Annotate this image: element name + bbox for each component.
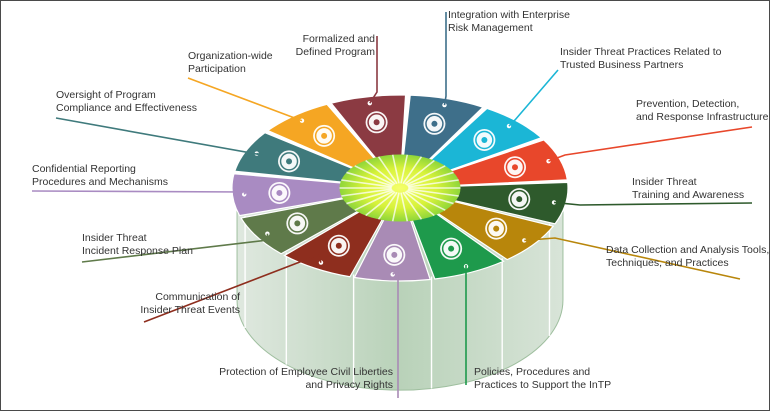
leader-response: [81, 233, 269, 263]
leader-datacollection: [524, 237, 741, 280]
center-ray: [346, 189, 393, 205]
segment-prevention: [430, 139, 569, 187]
eye-icon: [278, 150, 301, 173]
leader-participation: [187, 77, 303, 122]
label-integration: Integration with Enterprise: [448, 9, 570, 21]
label-policies: Practices to Support the InTP: [474, 379, 611, 391]
center-ray: [341, 179, 392, 188]
label-civil: and Privacy Rights: [305, 379, 393, 391]
folder-icon: [440, 237, 463, 260]
center-ray: [346, 171, 393, 187]
leader-training: [553, 201, 753, 206]
leader-oversight: [55, 117, 263, 156]
center-ray: [377, 191, 398, 220]
center-ray: [402, 156, 423, 185]
label-participation: Organization-wide: [188, 50, 273, 62]
icons-layer: [241, 100, 557, 277]
wrench-icon: [485, 217, 508, 240]
label-datacollection: Techniques, and Practices: [606, 257, 729, 269]
center-ray: [400, 154, 409, 184]
label-communication: Insider Threat Events: [140, 304, 240, 316]
label-response: Insider Threat: [82, 232, 147, 244]
leader-communication: [143, 253, 322, 323]
label-training: Insider Threat: [632, 176, 697, 188]
device-icon: [503, 156, 526, 179]
center-ray: [365, 191, 396, 217]
bulletin-icon: [327, 234, 350, 257]
segment-oversight: [233, 131, 372, 185]
marker-dot: [442, 102, 447, 108]
marker-dot: [265, 231, 270, 236]
center-ray: [354, 165, 395, 186]
label-formalized: Defined Program: [296, 46, 376, 58]
marker-dot: [522, 238, 527, 243]
label-partners: Insider Threat Practices Related to: [560, 46, 722, 58]
segment-integration: [401, 94, 485, 171]
label-confidential: Confidential Reporting: [32, 163, 136, 175]
center-ray: [408, 179, 459, 188]
org-chart-icon: [313, 124, 336, 147]
label-datacollection: Data Collection and Analysis Tools,: [606, 244, 769, 256]
label-civil: Protection of Employee Civil Liberties: [219, 366, 393, 378]
label-prevention: and Response Infrastructure: [636, 111, 769, 123]
leader-lines: [31, 12, 753, 398]
center-ray: [408, 188, 459, 197]
center-ray: [391, 154, 400, 184]
leader-integration: [443, 12, 447, 106]
label-oversight: Oversight of Program: [56, 89, 156, 101]
label-formalized: Formalized and: [303, 33, 376, 45]
center-ray: [407, 189, 454, 205]
label-partners: Trusted Business Partners: [560, 59, 683, 71]
center-ray: [404, 191, 435, 217]
prohibited-icon: [268, 181, 291, 204]
center-disc-layer: [339, 154, 461, 222]
presentation-icon: [365, 111, 388, 134]
center-ray: [377, 156, 398, 185]
label-prevention: Prevention, Detection,: [636, 98, 739, 110]
graduation-cap-icon: [508, 188, 531, 211]
center-disc: [339, 154, 461, 222]
label-training: Training and Awareness: [632, 189, 744, 201]
center-disc-fill: [339, 154, 461, 222]
center-ray: [407, 171, 454, 187]
center-ray: [405, 190, 446, 211]
label-participation: Participation: [188, 63, 246, 75]
label-response: Incident Response Plan: [82, 245, 193, 257]
scales-icon: [383, 243, 406, 266]
leader-civil: [392, 268, 399, 398]
label-communication: Communication of: [155, 291, 240, 303]
center-ray: [365, 159, 396, 185]
leader-partners: [508, 69, 559, 127]
center-ray: [402, 191, 423, 220]
leader-formalized: [369, 36, 378, 104]
center-ray: [341, 188, 392, 197]
leader-prevention: [548, 126, 753, 162]
center-ray: [354, 190, 395, 211]
center-ray: [404, 159, 435, 185]
grid-icon: [423, 112, 446, 135]
center-ray: [391, 192, 400, 222]
label-oversight: Compliance and Effectiveness: [56, 102, 197, 114]
people-icon: [473, 129, 496, 152]
umbrella-icon: [286, 212, 309, 235]
center-ray: [405, 165, 446, 186]
segment-formalized: [330, 94, 407, 170]
center-ray: [400, 192, 409, 222]
label-policies: Policies, Procedures and: [474, 366, 590, 378]
segment-training: [433, 181, 569, 225]
label-integration: Risk Management: [448, 22, 533, 34]
leader-confidential: [31, 190, 248, 195]
label-confidential: Procedures and Mechanisms: [32, 176, 168, 188]
